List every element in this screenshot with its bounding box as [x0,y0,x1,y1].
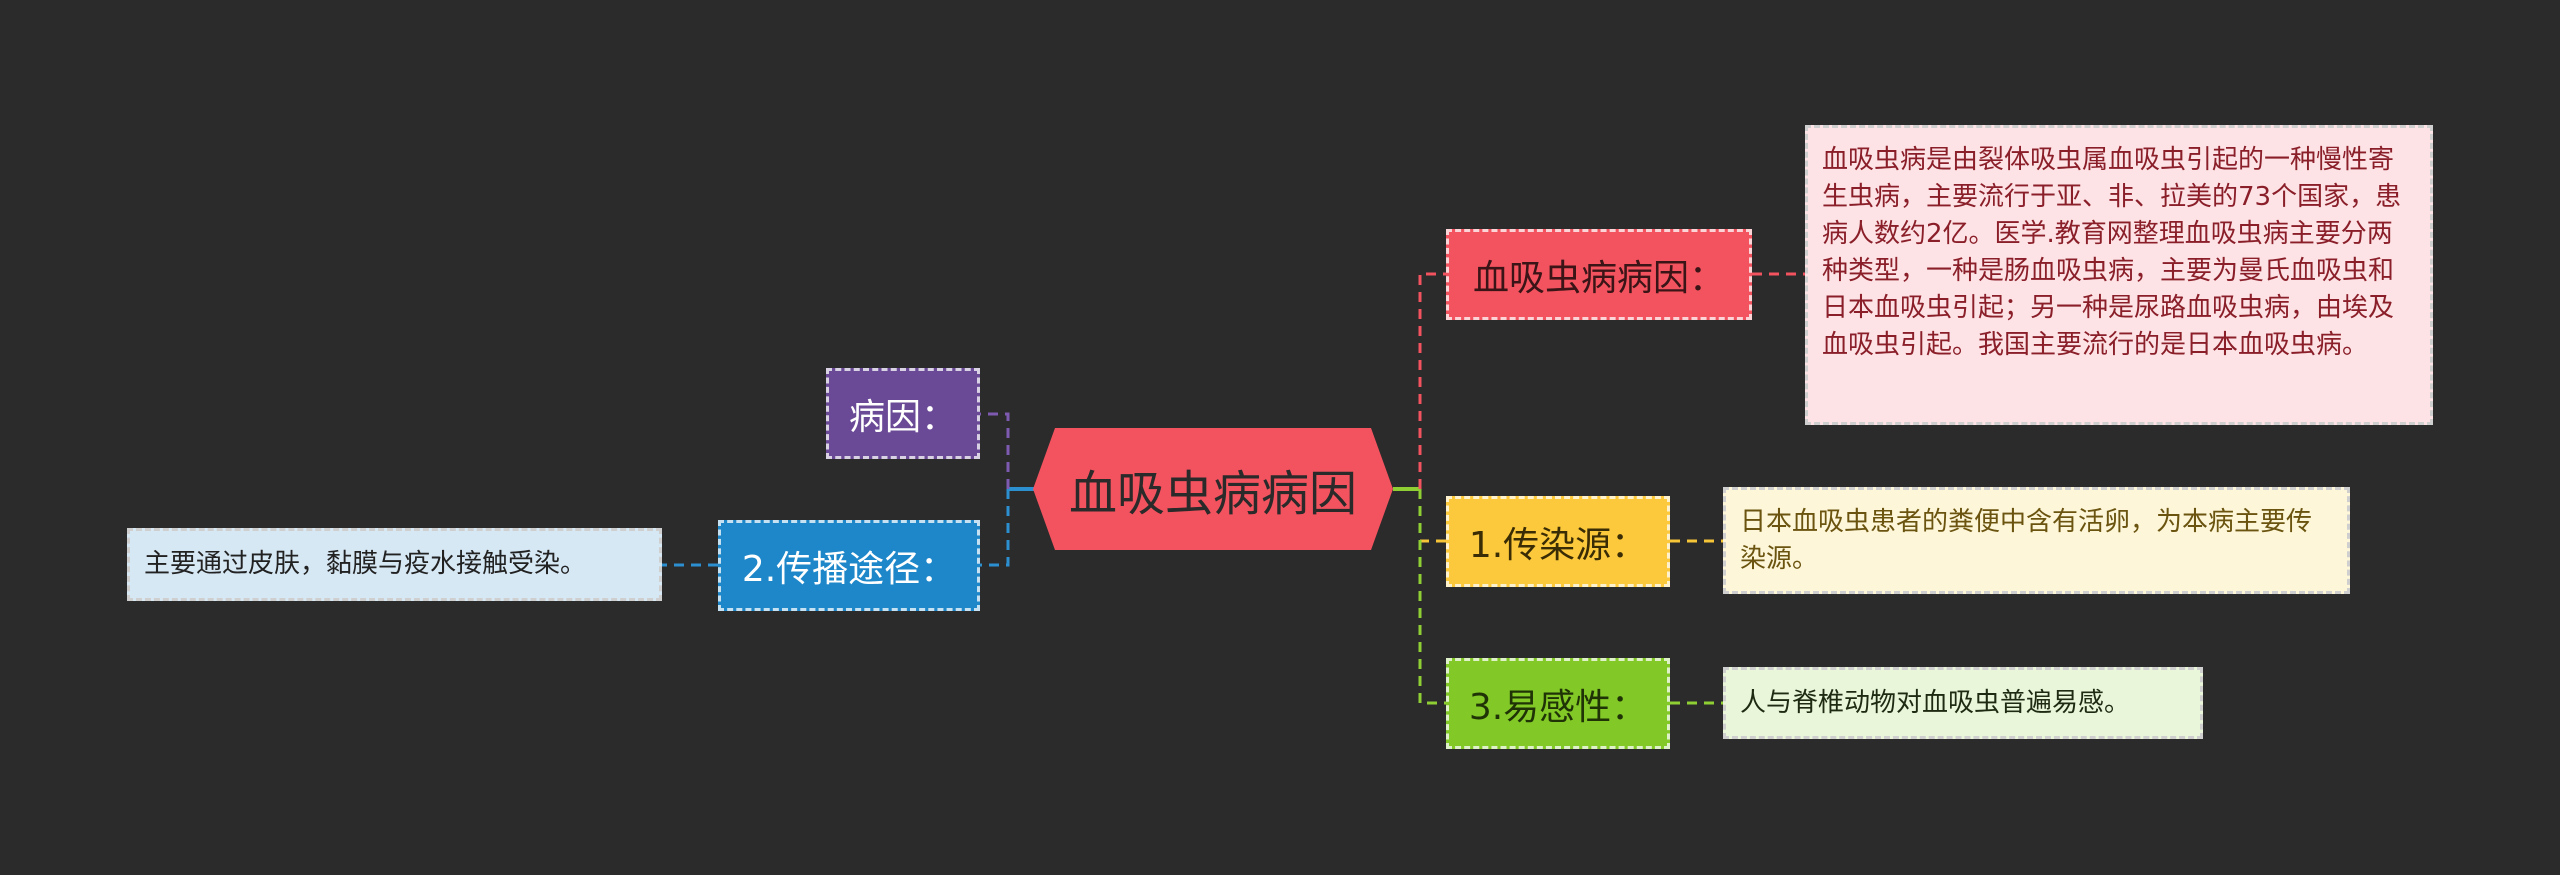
topic-bingyin[interactable]: 病因： [826,368,980,459]
note-chuanran[interactable]: 日本血吸虫患者的粪便中含有活卵，为本病主要传染源。 [1723,487,2350,594]
note-yigan[interactable]: 人与脊椎动物对血吸虫普遍易感。 [1723,667,2203,739]
topic-chuanran-label: 1.传染源： [1468,524,1648,566]
topic-yigan[interactable]: 3.易感性： [1446,658,1670,749]
topic-chuanran[interactable]: 1.传染源： [1446,496,1670,587]
topic-yigan-label: 3.易感性： [1468,686,1648,728]
note-chuanbo[interactable]: 主要通过皮肤，黏膜与疫水接触受染。 [127,528,662,601]
link-bingyin [980,412,1010,489]
link-chuanbo [980,489,1010,567]
note-chuanbo-text: 主要通过皮肤，黏膜与疫水接触受染。 [144,549,587,579]
topic-xixuechong-label: 血吸虫病病因： [1472,257,1725,299]
topic-chuanbo-label: 2.传播途径： [741,548,957,590]
note-yigan-text: 人与脊椎动物对血吸虫普遍易感。 [1740,687,2131,718]
link-xixuechong [1418,272,1446,489]
root-topic[interactable]: 血吸虫病病因 [1033,428,1393,550]
topic-bingyin-label: 病因： [848,396,957,438]
note-xixuechong-text: 血吸虫病是由裂体吸虫属血吸虫引起的一种慢性寄生虫病，主要流行于亚、非、拉美的73… [1822,145,2402,360]
root-label: 血吸虫病病因 [1068,466,1357,522]
note-chuanran-text: 日本血吸虫患者的粪便中含有活卵，为本病主要传染源。 [1740,507,2313,574]
topic-xixuechong[interactable]: 血吸虫病病因： [1446,229,1752,320]
link-chuanran [1418,489,1446,543]
link-yigan [1418,489,1446,705]
root-hexagon-shape [1033,428,1393,550]
note-xixuechong[interactable]: 血吸虫病是由裂体吸虫属血吸虫引起的一种慢性寄生虫病，主要流行于亚、非、拉美的73… [1805,125,2433,425]
topic-chuanbo[interactable]: 2.传播途径： [718,520,980,611]
